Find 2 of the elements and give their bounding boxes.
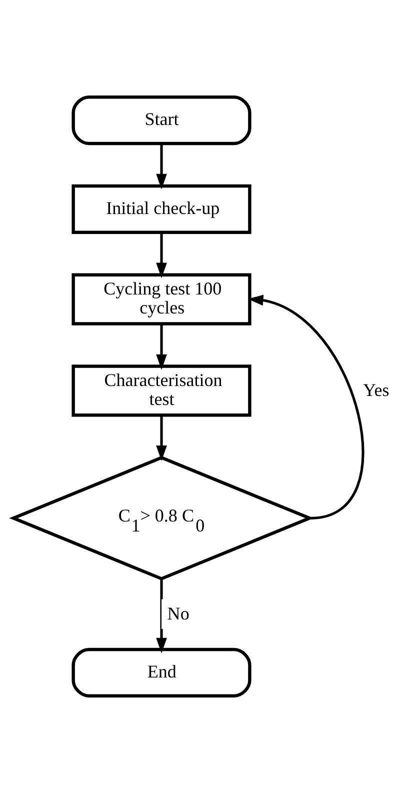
- edge-label: Yes: [363, 380, 390, 400]
- edge-label: No: [167, 604, 190, 624]
